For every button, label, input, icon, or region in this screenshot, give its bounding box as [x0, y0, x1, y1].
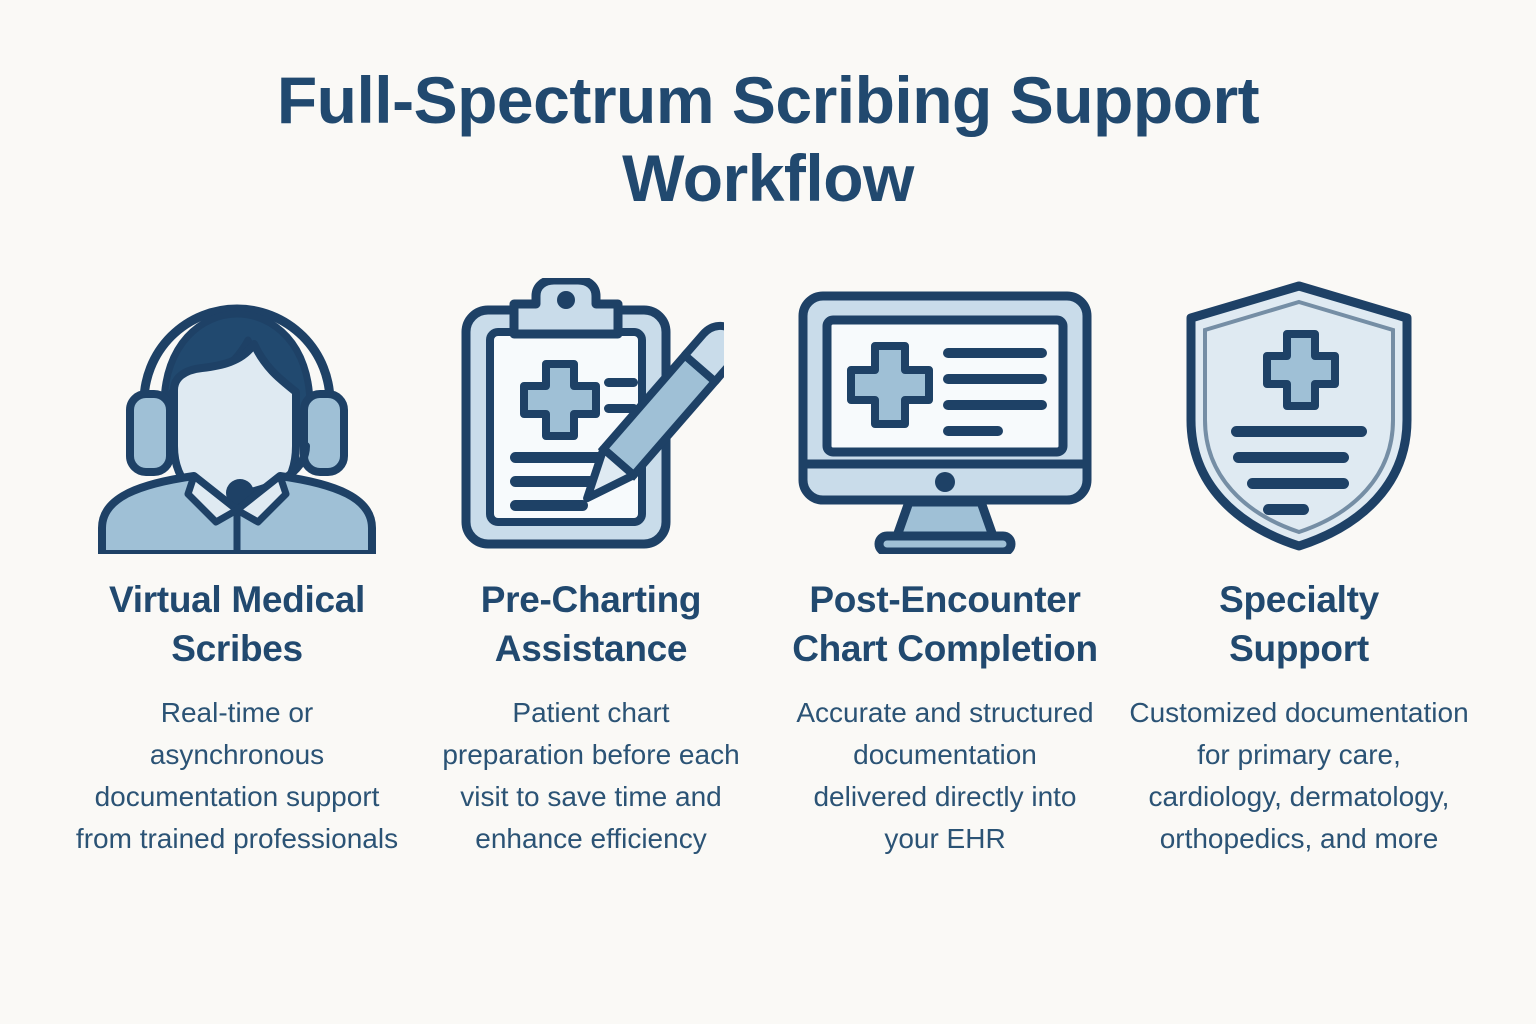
feature-heading: Post-Encounter Chart Completion: [792, 579, 1098, 669]
feature-heading: Pre-Charting Assistance: [480, 579, 702, 669]
feature-description: Real-time or asynchronous documentation …: [75, 696, 399, 854]
feature-column-post-encounter-chart-completion: Post-Encounter Chart Completion Accurate…: [768, 278, 1122, 860]
feature-column-virtual-medical-scribes: Virtual Medical Scribes Real-time or asy…: [60, 278, 414, 860]
feature-heading: Virtual Medical Scribes: [109, 579, 365, 669]
clipboard-pencil-icon: [461, 278, 724, 549]
feature-description: Accurate and structured documentation de…: [796, 696, 1094, 854]
icon-container: [795, 278, 1095, 554]
feature-column-specialty-support: Specialty Support Customized documentati…: [1122, 278, 1476, 860]
medical-shield-icon: [1186, 281, 1412, 551]
feature-heading: Specialty Support: [1219, 579, 1379, 669]
monitor-ehr-icon: [798, 291, 1092, 554]
icon-container: [458, 278, 724, 554]
feature-column-pre-charting-assistance: Pre-Charting Assistance Patient chart pr…: [414, 278, 768, 860]
icon-container: [1181, 278, 1417, 554]
page-title: Full-Spectrum Scribing Support Workflow: [276, 63, 1260, 215]
headset-person-icon: [98, 304, 376, 554]
feature-columns: Virtual Medical Scribes Real-time or asy…: [60, 278, 1476, 860]
icon-container: [92, 278, 382, 554]
feature-description: Customized documentation for primary car…: [1129, 696, 1469, 854]
feature-description: Patient chart preparation before each vi…: [442, 696, 740, 854]
